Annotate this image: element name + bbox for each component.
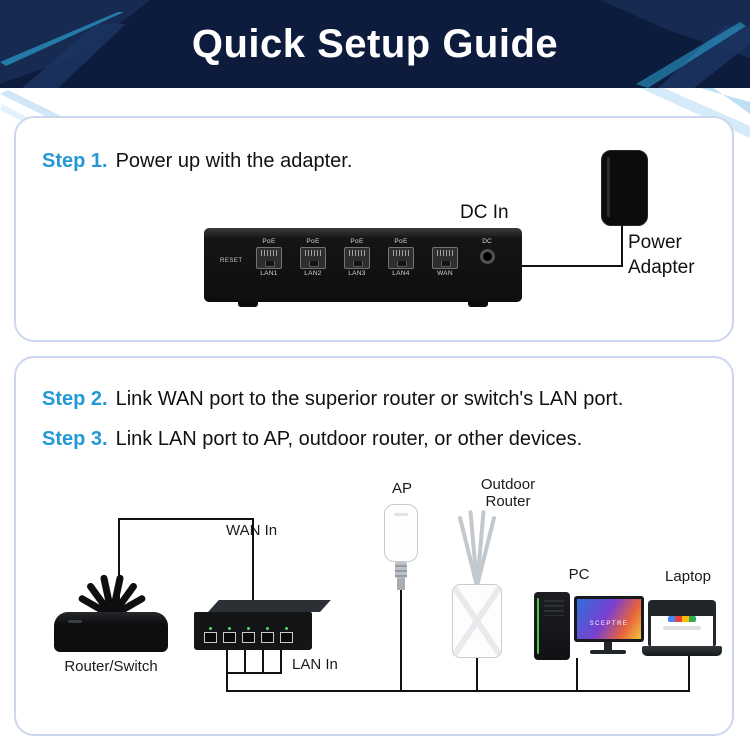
cable-laptop-riser <box>688 656 690 690</box>
step3-label: Step 3. <box>42 428 108 450</box>
rj45-jack <box>432 247 458 269</box>
header-decoration <box>0 0 750 88</box>
rj45-port: PoE LAN4 <box>384 238 418 278</box>
step2-label: Step 2. <box>42 388 108 410</box>
adapter-cable-horizontal <box>521 265 623 267</box>
lan-in-label: LAN In <box>292 656 338 673</box>
pc-tower-illustration <box>534 592 570 660</box>
step2-instruction: Step 2. Link WAN port to the superior rou… <box>42 388 623 411</box>
cable-lan-drop-3 <box>262 650 264 672</box>
cable-wan-drop <box>252 518 254 612</box>
ap-connector-tail <box>397 578 405 590</box>
dc-jack <box>479 249 495 264</box>
router-switch-illustration <box>54 612 168 652</box>
port-name-label: LAN2 <box>304 270 322 277</box>
port-name-label: WAN <box>437 270 453 277</box>
poe-label: PoE <box>394 238 408 245</box>
switch-port <box>242 627 255 643</box>
ap-label: AP <box>391 480 412 497</box>
rj45-jack <box>344 247 370 269</box>
step3-instruction: Step 3. Link LAN port to AP, outdoor rout… <box>42 428 582 451</box>
cable-lan-drop-4 <box>280 650 282 672</box>
router-antennas <box>78 574 146 616</box>
step1-instruction: Step 1. Power up with the adapter. <box>42 150 352 173</box>
reset-label: RESET <box>220 258 243 264</box>
cable-ap-riser <box>400 588 402 690</box>
rj45-port: WAN <box>428 238 462 278</box>
monitor-brand-label: SCEPTRE <box>589 621 629 627</box>
cable-bus-drop <box>226 672 228 690</box>
cable-lan-drop-2 <box>244 650 246 672</box>
header-banner: Quick Setup Guide <box>0 0 750 88</box>
poe-label: PoE <box>306 238 320 245</box>
poe-label: PoE <box>262 238 276 245</box>
cable-lan-minibus <box>226 672 282 674</box>
switch-port <box>223 627 236 643</box>
monitor-illustration: SCEPTRE <box>574 596 644 642</box>
poe-switch-illustration: RESET PoE LAN1 PoE LAN2 PoE LAN3 <box>204 228 522 307</box>
laptop-label: Laptop <box>665 568 711 585</box>
cable-lan-drop-1 <box>226 650 228 672</box>
port-name-label: LAN4 <box>392 270 410 277</box>
pc-label: PC <box>568 566 590 583</box>
outdoor-router-label: Outdoor Router <box>480 476 536 510</box>
page-title: Quick Setup Guide <box>191 22 559 66</box>
port-name-label: LAN3 <box>348 270 366 277</box>
poe-label <box>428 238 462 246</box>
step1-label: Step 1. <box>42 150 108 172</box>
rj45-port: PoE LAN3 <box>340 238 374 278</box>
dc-port: DC <box>476 238 498 264</box>
network-switch-illustration <box>194 600 331 650</box>
outdoor-router-illustration <box>452 584 502 658</box>
ap-connector <box>395 562 407 578</box>
switch-port <box>280 627 293 643</box>
cable-wan-horizontal <box>118 518 254 520</box>
rj45-jack <box>388 247 414 269</box>
router-switch-label: Router/Switch <box>64 658 158 675</box>
monitor-screen: SCEPTRE <box>577 599 641 639</box>
port-group: PoE LAN1 PoE LAN2 PoE LAN3 PoE L <box>252 238 462 278</box>
dc-port-label: DC <box>482 238 492 245</box>
rj45-port: PoE LAN2 <box>296 238 330 278</box>
cable-main-bus <box>226 690 690 692</box>
rj45-jack <box>300 247 326 269</box>
step2-text: Link WAN port to the superior router or … <box>115 388 624 410</box>
cable-pc-riser <box>576 658 578 690</box>
power-adapter-label: Power Adapter <box>628 232 695 278</box>
step3-text: Link LAN port to AP, outdoor router, or … <box>115 428 583 450</box>
poe-label: PoE <box>350 238 364 245</box>
dc-in-label: DC In <box>460 202 509 223</box>
monitor-neck <box>604 642 612 650</box>
network-switch-top <box>208 600 331 612</box>
steps-2-3-card: Step 2. Link WAN port to the superior rou… <box>14 356 734 736</box>
ap-illustration <box>384 504 418 562</box>
network-switch-front <box>194 612 312 650</box>
laptop-base <box>642 646 722 656</box>
power-adapter-illustration <box>601 150 648 226</box>
step1-text: Power up with the adapter. <box>115 150 353 172</box>
adapter-cable-vertical <box>621 224 623 267</box>
rj45-port: PoE LAN1 <box>252 238 286 278</box>
cable-outdoor-riser <box>476 656 478 690</box>
cable-router-up <box>118 518 120 614</box>
switch-port <box>261 627 274 643</box>
laptop-illustration <box>648 600 716 656</box>
outdoor-router-antennas <box>458 510 496 586</box>
switch-foot <box>238 302 258 307</box>
monitor-base <box>590 650 626 654</box>
wan-in-label: WAN In <box>226 522 278 539</box>
step1-card: Step 1.Power up with the adapter. DC In … <box>14 116 734 342</box>
switch-foot <box>468 302 488 307</box>
rj45-jack <box>256 247 282 269</box>
port-name-label: LAN1 <box>260 270 278 277</box>
switch-port <box>204 627 217 643</box>
